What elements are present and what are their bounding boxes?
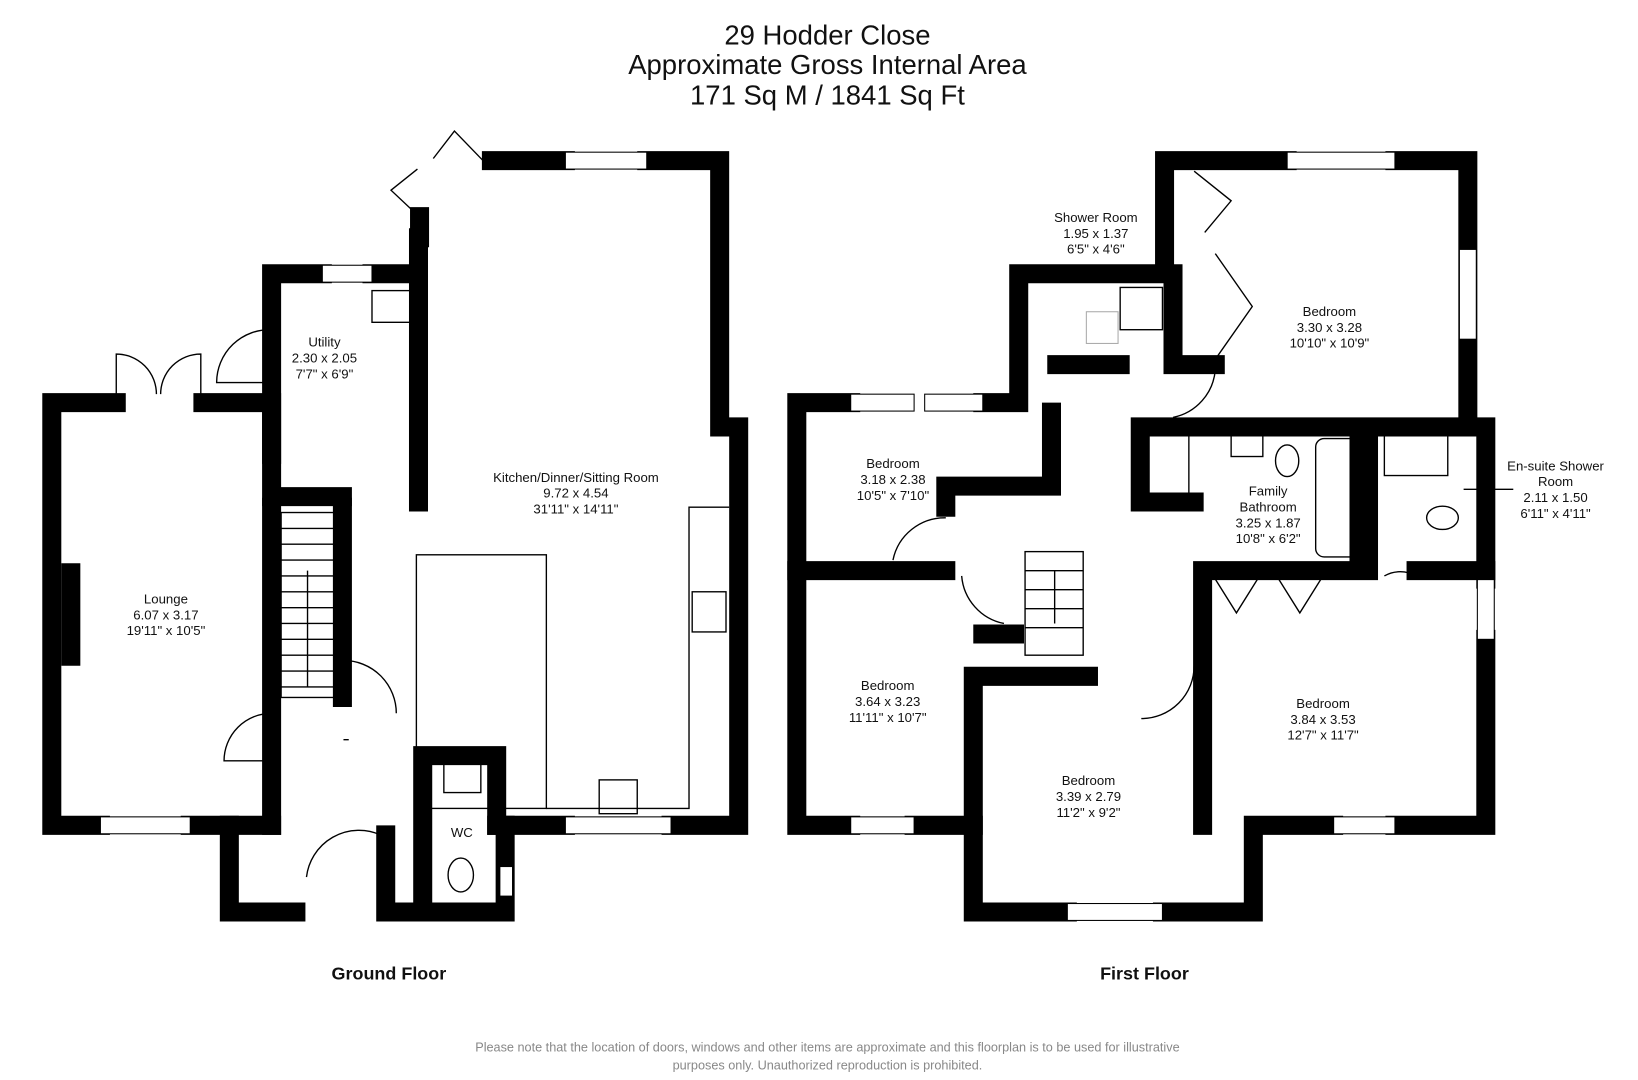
lounge-imperial: 19'11" x 10'5" [127,623,206,638]
bedroom-label: Bedroom [1062,773,1116,788]
window [499,866,514,897]
utility-imperial: 7'7" x 6'9" [296,366,354,381]
window [1333,816,1396,835]
door-icon [892,369,1417,720]
kitchen-imperial: 31'11" x 14'11" [533,502,618,517]
bedroom-label: Bedroom [1296,696,1350,711]
window [1476,578,1495,640]
ensuite-label: En-suite Shower [1507,458,1604,473]
kitchen-label: Kitchen/Dinner/Sitting Room [493,470,659,485]
family-bathroom-label: Family [1249,484,1288,499]
window [850,816,915,835]
shower-room-label: Shower Room [1054,210,1138,225]
shower-tray-icon [1119,286,1164,331]
staircase [1024,550,1084,656]
bedroom-metric: 3.64 x 3.23 [855,694,920,709]
first-floor-label: First Floor [1100,964,1189,984]
bedroom-metric: 3.84 x 3.53 [1290,712,1355,727]
kitchen-worktop [546,506,730,810]
wc-basin-icon [443,762,482,794]
bedroom-label: Bedroom [1303,304,1357,319]
bedroom-imperial: 11'2" x 9'2" [1056,805,1120,820]
basin-icon [1230,432,1264,458]
double-door-icon [389,129,487,225]
ensuite-imperial: 6'11" x 4'11" [1520,506,1591,521]
bedroom-label: Bedroom [861,678,915,693]
area-value: 171 Sq M / 1841 Sq Ft [690,80,965,111]
kitchen-walls [410,151,749,835]
address-title: 29 Hodder Close [724,19,930,50]
window [850,393,915,412]
internal-walls [787,264,1496,835]
first-floor-labels: Shower Room 1.95 x 1.37 6'5" x 4'6" Bedr… [849,210,1605,820]
wardrobe-doors-icon [1193,170,1254,360]
window [1458,248,1477,340]
family-bathroom-metric: 3.25 x 1.87 [1235,515,1300,530]
window [321,264,373,283]
shower-room-imperial: 6'5" x 4'6" [1067,242,1125,257]
bath-icon [1314,437,1361,558]
window [564,816,672,835]
lounge-label: Lounge [144,591,188,606]
bedroom-label: Bedroom [866,456,920,471]
shower-tray-icon [1140,432,1190,503]
window [99,816,191,835]
toilet-icon [1274,444,1300,478]
window [924,393,984,412]
disclaimer-line-2: purposes only. Unauthorized reproduction… [673,1058,983,1072]
hall-walls [219,497,515,922]
bedroom-imperial: 10'5" x 7'10" [857,488,930,503]
bedroom-metric: 3.30 x 3.28 [1297,320,1362,335]
window [1286,151,1396,170]
family-bathroom-label: Bathroom [1240,499,1297,514]
door-icon [215,329,272,384]
loft-hatch-icon [1085,311,1119,344]
chimney-breast [61,563,81,666]
sink-icon [598,779,638,815]
french-door-icon [115,353,202,403]
ensuite-label: Room [1538,474,1573,489]
utility-metric: 2.30 x 2.05 [292,350,357,365]
disclaimer-line-1: Please note that the location of doors, … [475,1040,1179,1054]
ground-floor-label: Ground Floor [332,964,447,984]
bedroom-imperial: 12'7" x 11'7" [1287,728,1359,743]
toilet-icon [447,857,475,893]
utility-walls [262,228,429,512]
kitchen-island [415,554,548,810]
ensuite-metric: 2.11 x 1.50 [1523,490,1587,505]
wardrobe-doors-icon [1214,578,1322,615]
outer-walls [787,151,1496,922]
staircase [280,511,335,699]
family-bathroom-imperial: 10'8" x 6'2" [1236,531,1301,546]
window [1066,902,1163,921]
lounge-metric: 6.07 x 3.17 [133,607,198,622]
hob-icon [691,591,727,633]
bedroom-imperial: 11'11" x 10'7" [849,710,927,725]
bedroom-metric: 3.18 x 2.38 [860,472,925,487]
toilet-icon [1425,505,1460,531]
window [564,151,648,170]
ground-floor-plan [42,129,749,922]
utility-label: Utility [308,335,341,350]
area-subtitle: Approximate Gross Internal Area [628,49,1027,80]
bedroom-imperial: 10'10" x 10'9" [1290,336,1370,351]
shower-tray-icon [1383,432,1449,477]
wc-label: WC [451,825,473,840]
shower-room-metric: 1.95 x 1.37 [1063,226,1128,241]
kitchen-metric: 9.72 x 4.54 [543,486,608,501]
door-icon [223,659,397,878]
bedroom-metric: 3.39 x 2.79 [1056,789,1121,804]
sink-icon [371,289,413,323]
first-floor-plan [787,151,1496,922]
